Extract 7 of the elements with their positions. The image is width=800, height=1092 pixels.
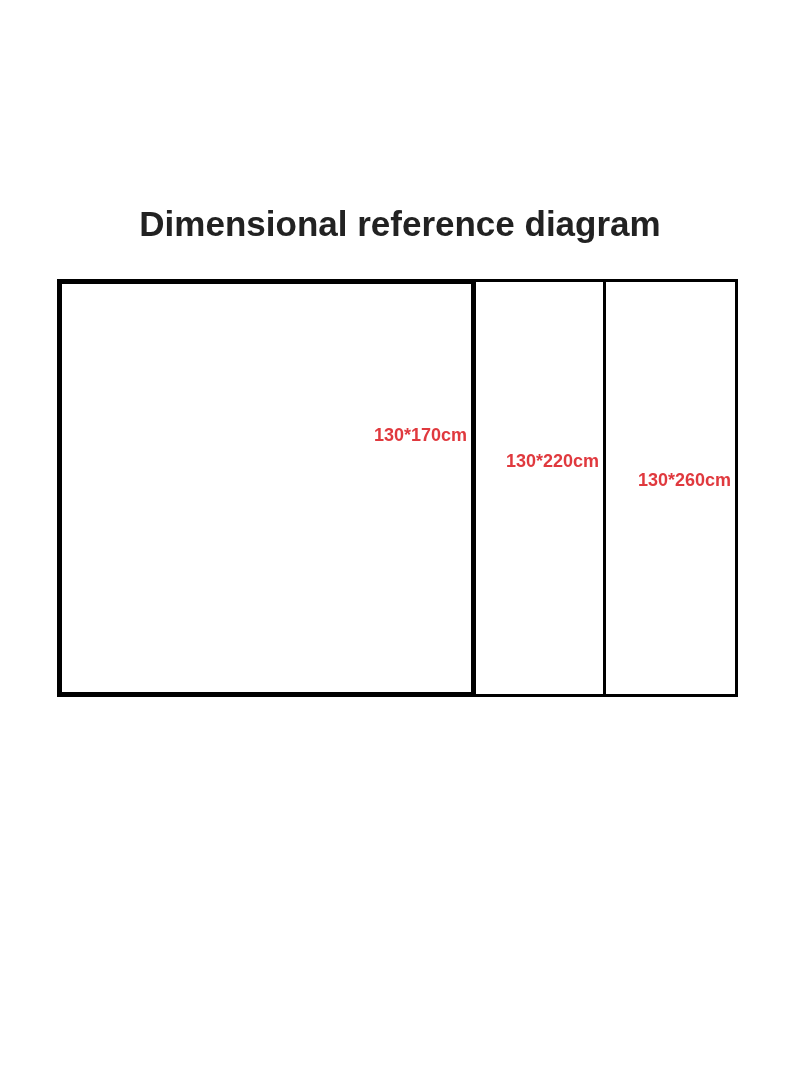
size-rectangle [57,279,606,697]
dimension-label: 130*170cm [373,425,467,446]
dimension-label: 130*220cm [505,451,599,472]
dimension-label: 130*260cm [637,470,731,491]
diagram-title: Dimensional reference diagram [138,204,662,244]
size-rectangle [57,279,476,697]
size-rectangle [57,279,738,697]
